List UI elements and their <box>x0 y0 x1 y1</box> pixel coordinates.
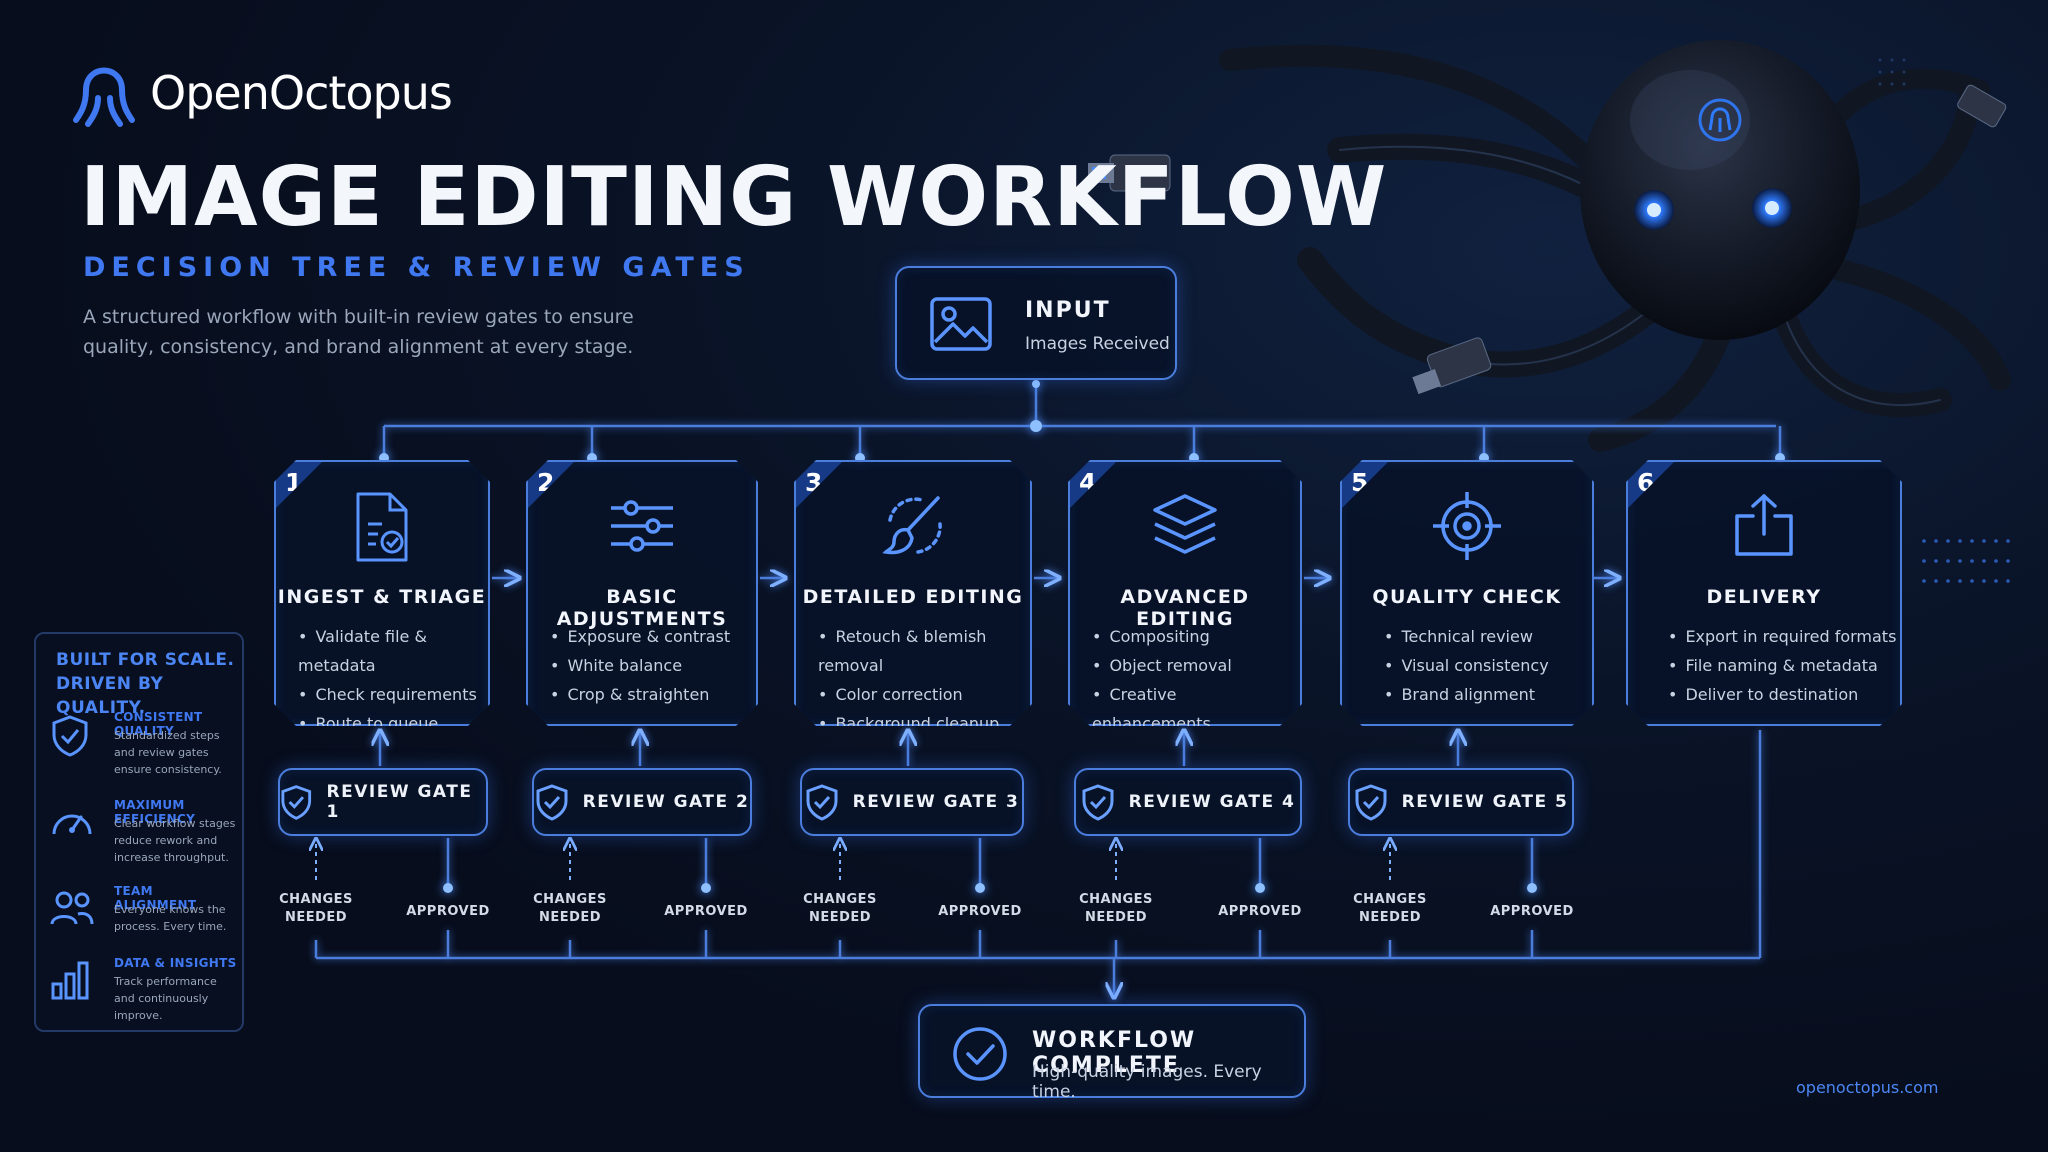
stage-title: INGEST & TRIAGE <box>277 586 487 608</box>
stage-title: DETAILED EDITING <box>802 586 1024 608</box>
workflow-complete-node: WORKFLOW COMPLETE High-quality images. E… <box>918 1004 1306 1102</box>
brush-icon <box>878 490 948 560</box>
input-subtitle: Images Received <box>1025 334 1170 354</box>
stage-card-delivery[interactable]: 6 DELIVERY Export in required formats Fi… <box>1626 460 1902 726</box>
page-title: IMAGE EDITING WORKFLOW <box>80 150 1388 245</box>
feature-title: DATA & INSIGHTS <box>114 956 237 970</box>
list-item: Exposure & contrast <box>528 622 756 651</box>
target-icon <box>1431 490 1503 562</box>
list-item: White balance <box>528 651 756 680</box>
shield-check-icon <box>536 784 568 821</box>
page-description: A structured workflow with built-in revi… <box>83 306 634 358</box>
brand-name: OpenOctopus <box>150 66 453 120</box>
review-gate-5[interactable]: REVIEW GATE 5 <box>1348 768 1574 836</box>
panel-heading: BUILT FOR SCALE. DRIVEN BY QUALITY. <box>56 648 242 720</box>
input-title: INPUT <box>1025 298 1111 323</box>
list-item: Check requirements <box>276 680 488 709</box>
stage-bullet-list: Validate file & metadata Check requireme… <box>276 622 488 738</box>
image-icon <box>930 297 992 351</box>
changes-needed-label: CHANGES NEEDED <box>803 892 877 925</box>
shield-check-icon <box>1082 784 1114 821</box>
stage-card-detailed-editing[interactable]: 3 DETAILED EDITING Retouch & blemish rem… <box>794 460 1032 726</box>
approved-label: APPROVED <box>938 904 1022 919</box>
gate-label: REVIEW GATE 1 <box>326 782 473 822</box>
shield-check-icon <box>806 784 838 821</box>
usb-connector-icon <box>1088 154 1171 192</box>
feature-title: MAXIMUM EFFICIENCY <box>114 798 196 826</box>
stage-bullet-list: Technical review Visual consistency Bran… <box>1342 622 1612 709</box>
complete-subtitle: High-quality images. Every time. <box>1032 1062 1262 1102</box>
approved-label: APPROVED <box>1218 904 1302 919</box>
list-item: Technical review <box>1362 622 1612 651</box>
changes-needed-label: CHANGES NEEDED <box>533 892 607 925</box>
list-item: Color correction <box>796 680 1030 709</box>
list-item: Brand alignment <box>1362 680 1612 709</box>
list-item: Compositing <box>1070 622 1300 651</box>
feature-text: Clear workflow stages reduce rework and … <box>114 817 236 864</box>
review-gate-3[interactable]: REVIEW GATE 3 <box>800 768 1024 836</box>
benefits-panel: BUILT FOR SCALE. DRIVEN BY QUALITY. CONS… <box>34 632 244 1032</box>
feature-text: Everyone knows the process. Every time. <box>114 903 227 933</box>
shield-check-icon <box>52 715 88 757</box>
changes-needed-label: CHANGES NEEDED <box>279 892 353 925</box>
stage-bullet-list: Compositing Object removal Creative enha… <box>1070 622 1300 738</box>
layers-icon <box>1149 490 1221 560</box>
stage-card-quality-check[interactable]: 5 QUALITY CHECK Technical review Visual … <box>1340 460 1594 726</box>
gate-label: REVIEW GATE 5 <box>1401 792 1569 812</box>
approved-label: APPROVED <box>664 904 748 919</box>
stage-bullet-list: Export in required formats File naming &… <box>1628 622 1918 709</box>
list-item: File naming & metadata <box>1646 651 1918 680</box>
bar-chart-icon <box>51 961 89 1000</box>
stage-title: QUALITY CHECK <box>1372 586 1562 608</box>
stage-card-basic-adjustments[interactable]: 2 BASIC ADJUSTMENTS Exposure & contrast … <box>526 460 758 726</box>
upload-icon <box>1729 490 1799 560</box>
feature-text: Standardized steps and review gates ensu… <box>114 729 222 776</box>
changes-needed-label: CHANGES NEEDED <box>1079 892 1153 925</box>
stage-card-ingest-triage[interactable]: 1 INGEST & TRIAGE Validate file & metada… <box>274 460 490 726</box>
list-item: Retouch & blemish removal <box>796 622 1030 680</box>
feature-title: TEAM ALIGNMENT <box>114 884 197 912</box>
list-item: Crop & straighten <box>528 680 756 709</box>
gauge-icon <box>52 814 92 835</box>
stage-title: DELIVERY <box>1706 586 1822 608</box>
input-node: INPUT Images Received <box>895 266 1177 380</box>
check-circle-icon <box>953 1027 1007 1081</box>
panel-heading-line: BUILT FOR SCALE. <box>56 650 235 670</box>
panel-heading-line: DRIVEN BY QUALITY. <box>56 674 164 718</box>
list-item: Deliver to destination <box>1646 680 1918 709</box>
website-link[interactable]: openoctopus.com <box>1796 1078 1939 1097</box>
shield-check-icon <box>1355 784 1387 821</box>
octopus-illustration <box>1088 40 2011 452</box>
approved-label: APPROVED <box>406 904 490 919</box>
brand-logo[interactable]: OpenOctopus <box>72 58 453 128</box>
list-item: Visual consistency <box>1362 651 1612 680</box>
stage-bullet-list: Exposure & contrast White balance Crop &… <box>528 622 756 709</box>
document-check-icon <box>352 490 412 566</box>
review-gate-1[interactable]: REVIEW GATE 1 <box>278 768 488 836</box>
approved-label: APPROVED <box>1490 904 1574 919</box>
team-icon <box>50 891 94 925</box>
list-item: Validate file & metadata <box>276 622 488 680</box>
octopus-logo-icon <box>73 67 135 127</box>
review-gate-2[interactable]: REVIEW GATE 2 <box>532 768 752 836</box>
changes-needed-label: CHANGES NEEDED <box>1353 892 1427 925</box>
gate-label: REVIEW GATE 3 <box>852 792 1020 812</box>
stage-card-advanced-editing[interactable]: 4 ADVANCED EDITING Compositing Object re… <box>1068 460 1302 726</box>
shield-check-icon <box>281 785 312 820</box>
dot-grid-decoration <box>1922 539 2010 583</box>
gate-label: REVIEW GATE 2 <box>582 792 750 812</box>
review-gate-4[interactable]: REVIEW GATE 4 <box>1074 768 1302 836</box>
list-item: Object removal <box>1070 651 1300 680</box>
feature-title: CONSISTENT QUALITY <box>114 710 203 738</box>
page-subtitle: DECISION TREE & REVIEW GATES <box>83 252 750 283</box>
complete-title: WORKFLOW COMPLETE <box>1032 1028 1197 1078</box>
gate-label: REVIEW GATE 4 <box>1128 792 1296 812</box>
feature-text: Track performance and continuously impro… <box>114 975 217 1022</box>
stage-bullet-list: Retouch & blemish removal Color correcti… <box>796 622 1030 738</box>
list-item: Export in required formats <box>1646 622 1918 651</box>
sliders-icon <box>607 490 677 560</box>
